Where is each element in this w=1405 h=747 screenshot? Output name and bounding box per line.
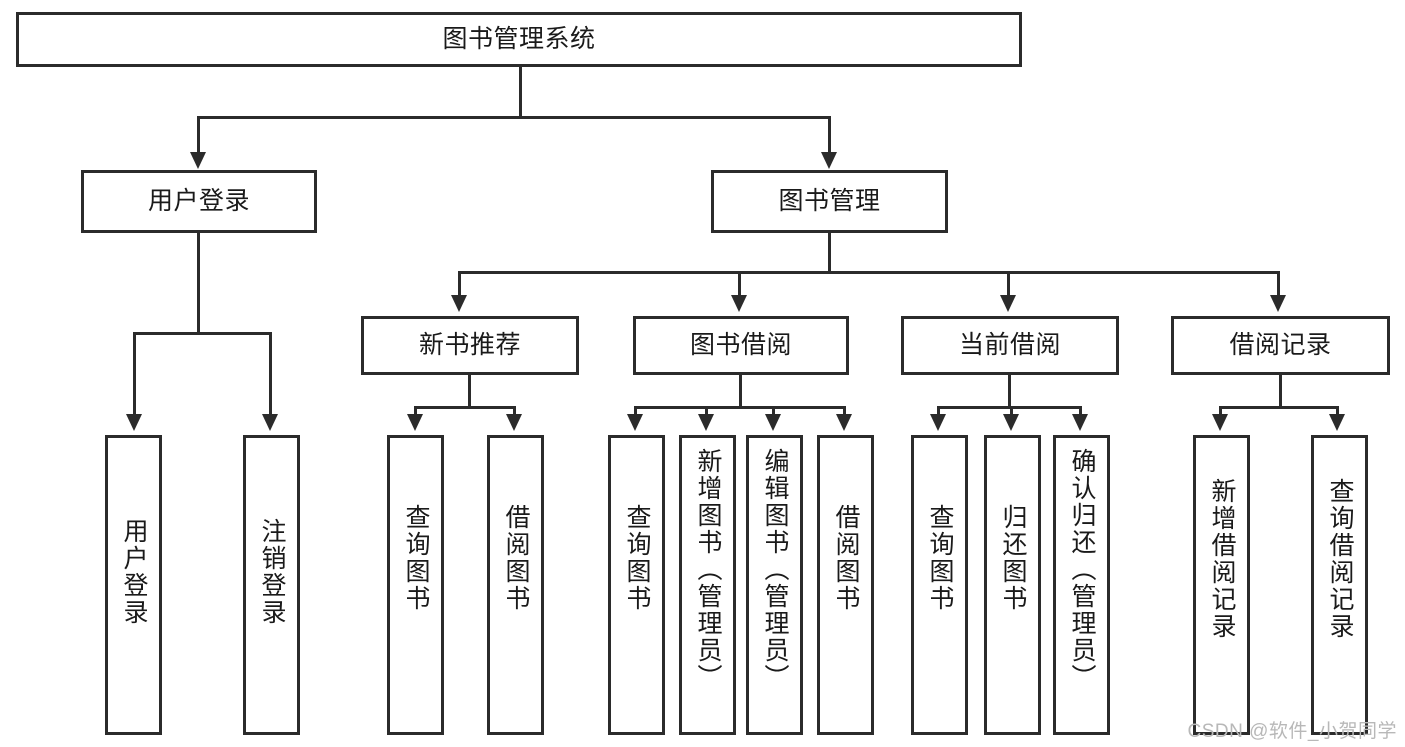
node-label: 图书管理 — [778, 186, 881, 215]
arrowhead-leaf-borrow-book-1 — [506, 414, 522, 431]
node-label: 用户登录 — [147, 186, 250, 215]
leaf-node-user-login[interactable]: 用户登录 — [105, 435, 162, 735]
connector-borrow-record-stem — [1279, 375, 1282, 408]
leaf-node-confirm-return-admin[interactable]: 确认归还（管理员） — [1053, 435, 1110, 735]
node-label: 新增图书（管理员） — [694, 448, 722, 691]
arrowhead-leaf-query-record — [1329, 414, 1345, 431]
leaf-node-query-book-current[interactable]: 查询图书 — [911, 435, 968, 735]
node-label: 注销登录 — [258, 518, 286, 626]
connector-to-leaf-query-book-1 — [414, 406, 417, 416]
connector-user-login-bar — [133, 332, 272, 335]
connector-to-leaf-query-book-3 — [937, 406, 940, 416]
arrowhead-leaf-add-record — [1212, 414, 1228, 431]
arrowhead-leaf-add-book — [698, 414, 714, 431]
connector-current-borrow-stem — [1008, 375, 1011, 408]
node-root-book-management-system[interactable]: 图书管理系统 — [16, 12, 1022, 67]
leaf-node-add-book-admin[interactable]: 新增图书（管理员） — [679, 435, 736, 735]
connector-to-leaf-add-record — [1219, 406, 1222, 416]
node-label: 当前借阅 — [958, 330, 1061, 359]
node-label: 查询图书 — [623, 504, 651, 612]
connector-root-bar — [197, 116, 831, 119]
arrowhead-leaf-return-book — [1003, 414, 1019, 431]
node-book-borrow[interactable]: 图书借阅 — [633, 316, 849, 375]
node-label: 查询借阅记录 — [1326, 478, 1354, 640]
node-label: 用户登录 — [120, 518, 148, 626]
connector-book-borrow-bar — [634, 406, 846, 409]
node-label: 借阅图书 — [502, 504, 530, 612]
arrowhead-new-book-rec — [451, 295, 467, 312]
connector-borrow-record-bar — [1219, 406, 1339, 409]
connector-to-leaf-borrow-book-2 — [843, 406, 846, 416]
arrowhead-leaf-confirm-return — [1072, 414, 1088, 431]
connector-to-leaf-user-login — [133, 332, 136, 416]
arrowhead-leaf-logout — [262, 414, 278, 431]
connector-to-leaf-edit-book — [772, 406, 775, 416]
connector-to-leaf-query-book-2 — [634, 406, 637, 416]
node-label: 图书借阅 — [689, 330, 792, 359]
node-new-book-recommend[interactable]: 新书推荐 — [361, 316, 579, 375]
arrowhead-user-login — [190, 152, 206, 169]
arrowhead-leaf-edit-book — [765, 414, 781, 431]
arrowhead-leaf-query-book-3 — [930, 414, 946, 431]
leaf-node-return-book[interactable]: 归还图书 — [984, 435, 1041, 735]
leaf-node-edit-book-admin[interactable]: 编辑图书（管理员） — [746, 435, 803, 735]
connector-to-book-manage — [828, 116, 831, 154]
leaf-node-borrow-book-borrow[interactable]: 借阅图书 — [817, 435, 874, 735]
connector-book-manage-stem — [828, 233, 831, 273]
connector-to-leaf-add-book — [705, 406, 708, 416]
connector-to-new-book-rec — [458, 271, 461, 297]
leaf-node-query-borrow-record[interactable]: 查询借阅记录 — [1311, 435, 1368, 735]
connector-new-book-rec-bar — [414, 406, 516, 409]
arrowhead-book-manage — [821, 152, 837, 169]
connector-root-stem — [519, 67, 522, 118]
arrowhead-book-borrow — [731, 295, 747, 312]
arrowhead-leaf-user-login — [126, 414, 142, 431]
arrowhead-leaf-query-book-2 — [627, 414, 643, 431]
arrowhead-borrow-record — [1270, 295, 1286, 312]
connector-to-leaf-borrow-book-1 — [513, 406, 516, 416]
node-book-management[interactable]: 图书管理 — [711, 170, 948, 233]
connector-to-leaf-return-book — [1010, 406, 1013, 416]
connector-new-book-rec-stem — [468, 375, 471, 408]
node-label: 借阅图书 — [832, 504, 860, 612]
node-user-login[interactable]: 用户登录 — [81, 170, 317, 233]
node-label: 编辑图书（管理员） — [761, 448, 789, 691]
connector-to-leaf-confirm-return — [1079, 406, 1082, 416]
node-label: 新增借阅记录 — [1208, 478, 1236, 640]
node-label: 确认归还（管理员） — [1068, 448, 1096, 691]
node-label: 归还图书 — [999, 504, 1027, 612]
leaf-node-logout[interactable]: 注销登录 — [243, 435, 300, 735]
node-label: 查询图书 — [402, 504, 430, 612]
connector-book-borrow-stem — [739, 375, 742, 408]
connector-to-leaf-query-record — [1336, 406, 1339, 416]
leaf-node-add-borrow-record[interactable]: 新增借阅记录 — [1193, 435, 1250, 735]
connector-to-leaf-logout — [269, 332, 272, 416]
arrowhead-leaf-query-book-1 — [407, 414, 423, 431]
node-label: 查询图书 — [926, 504, 954, 612]
node-current-borrow[interactable]: 当前借阅 — [901, 316, 1119, 375]
csdn-watermark: CSDN @软件_小贺同学 — [1187, 721, 1397, 742]
connector-to-book-borrow — [738, 271, 741, 297]
node-label: 借阅记录 — [1229, 330, 1332, 359]
arrowhead-current-borrow — [1000, 295, 1016, 312]
connector-to-user-login — [197, 116, 200, 154]
leaf-node-query-book-new-rec[interactable]: 查询图书 — [387, 435, 444, 735]
connector-user-login-stem — [197, 233, 200, 334]
node-label: 新书推荐 — [418, 330, 521, 359]
node-borrow-record[interactable]: 借阅记录 — [1171, 316, 1390, 375]
connector-current-borrow-bar — [937, 406, 1080, 409]
connector-to-borrow-record — [1277, 271, 1280, 297]
connector-to-current-borrow — [1007, 271, 1010, 297]
leaf-node-borrow-book-new-rec[interactable]: 借阅图书 — [487, 435, 544, 735]
connector-level3-bar — [458, 271, 1280, 274]
leaf-node-query-book-borrow[interactable]: 查询图书 — [608, 435, 665, 735]
node-label: 图书管理系统 — [442, 24, 596, 53]
arrowhead-leaf-borrow-book-2 — [836, 414, 852, 431]
